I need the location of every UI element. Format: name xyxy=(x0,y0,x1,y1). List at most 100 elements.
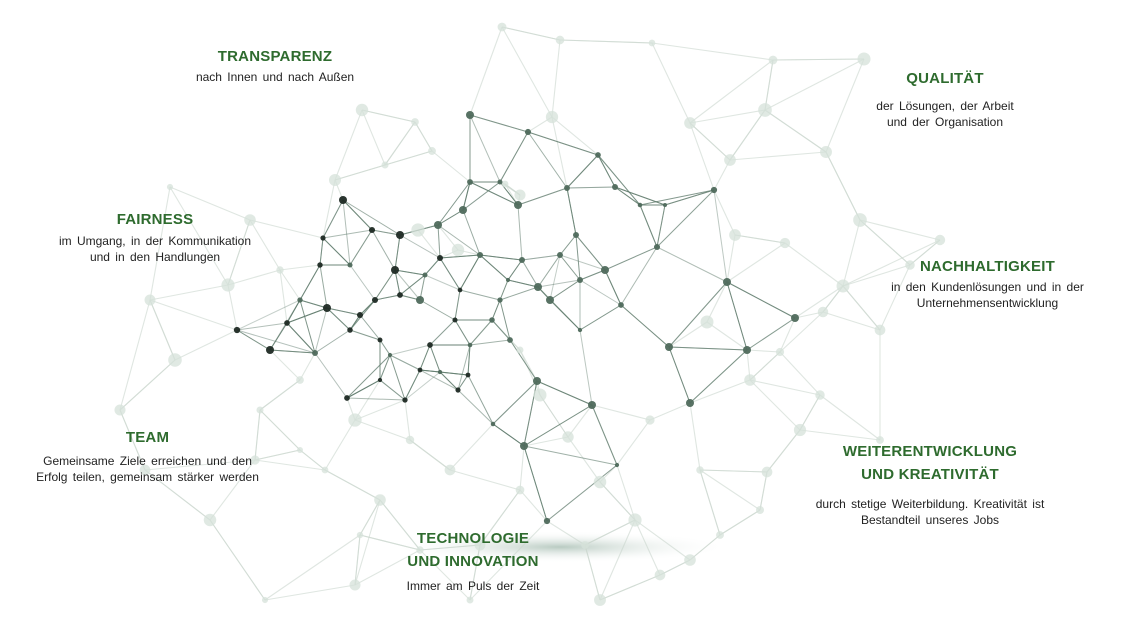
network-edge xyxy=(319,237,324,266)
network-edge xyxy=(326,307,351,331)
network-edge xyxy=(566,154,599,189)
network-edge xyxy=(566,186,616,189)
network-node xyxy=(581,541,589,549)
network-edge xyxy=(713,189,728,283)
network-node xyxy=(716,531,724,539)
network-edge xyxy=(314,352,348,399)
network-edge xyxy=(479,489,521,546)
network-node xyxy=(114,404,126,416)
network-edge xyxy=(501,26,553,118)
network-node xyxy=(256,406,264,414)
network-node xyxy=(490,421,496,427)
network-edge xyxy=(457,374,469,391)
network-node xyxy=(934,234,946,246)
network-edge xyxy=(149,299,238,331)
network-node xyxy=(761,466,773,478)
network-edge xyxy=(354,399,406,421)
network-node xyxy=(417,367,423,373)
network-edge xyxy=(429,319,456,346)
network-edge xyxy=(334,164,386,181)
network-edge xyxy=(209,459,256,521)
network-edge xyxy=(859,219,911,266)
network-edge xyxy=(726,281,748,351)
network-node xyxy=(452,317,458,323)
network-node xyxy=(654,569,666,581)
network-node xyxy=(416,296,424,304)
network-node xyxy=(465,372,471,378)
network-edge xyxy=(467,344,471,376)
network-edge xyxy=(639,204,658,248)
network-node xyxy=(779,237,791,249)
network-edge xyxy=(419,299,456,321)
network-edge xyxy=(537,254,561,288)
network-edge xyxy=(279,269,288,324)
network-edge xyxy=(462,181,501,211)
network-edge xyxy=(361,109,416,123)
network-edge xyxy=(501,26,561,41)
network-edge xyxy=(379,499,421,551)
network-node xyxy=(791,314,799,322)
network-edge xyxy=(324,419,356,471)
network-edge xyxy=(546,520,586,546)
network-node xyxy=(497,22,507,32)
network-edge xyxy=(314,307,328,354)
network-node xyxy=(874,324,886,336)
network-node xyxy=(339,196,347,204)
network-edge xyxy=(374,294,401,301)
network-edge xyxy=(299,299,328,309)
network-node xyxy=(451,243,465,257)
network-node xyxy=(665,343,673,351)
network-node xyxy=(684,554,696,566)
network-edge xyxy=(559,254,581,281)
network-edge xyxy=(429,344,441,373)
network-node xyxy=(261,596,269,604)
value-description: Immer am Puls der Zeit xyxy=(406,579,540,593)
network-node xyxy=(505,277,511,283)
network-node xyxy=(612,184,618,190)
network-node xyxy=(662,202,668,208)
network-edge xyxy=(431,150,471,183)
network-node xyxy=(686,399,694,407)
network-edge xyxy=(469,114,501,183)
network-edge xyxy=(409,439,451,471)
network-edge xyxy=(324,469,381,501)
network-edge xyxy=(469,181,519,206)
network-edge xyxy=(419,344,431,371)
network-edge xyxy=(399,234,441,259)
network-edge xyxy=(584,544,601,601)
network-edge xyxy=(269,349,316,354)
network-node xyxy=(729,229,741,241)
network-edge xyxy=(359,299,376,316)
value-title: TECHNOLOGIE UND INNOVATION xyxy=(368,527,578,573)
network-edge xyxy=(299,264,321,301)
network-node xyxy=(724,154,736,166)
network-node xyxy=(793,423,807,437)
network-edge xyxy=(537,254,561,288)
network-node xyxy=(618,302,624,308)
network-edge xyxy=(429,344,441,373)
network-node xyxy=(593,475,607,489)
value-title-line: UND INNOVATION xyxy=(407,553,539,570)
network-edge xyxy=(575,234,606,271)
network-edge xyxy=(549,279,581,301)
network-node xyxy=(416,546,424,554)
network-edge xyxy=(656,246,728,283)
network-edge xyxy=(575,234,606,271)
network-edge xyxy=(523,436,569,447)
network-node xyxy=(524,128,532,136)
network-edge xyxy=(639,204,658,248)
network-edge xyxy=(254,449,301,461)
network-edge xyxy=(299,352,316,381)
network-edge xyxy=(859,219,941,241)
network-edge xyxy=(349,229,373,266)
network-edge xyxy=(517,187,568,206)
network-edge xyxy=(254,459,326,471)
network-edge xyxy=(346,354,391,399)
network-edge xyxy=(551,116,599,156)
network-edge xyxy=(521,254,561,261)
network-edge xyxy=(689,122,731,161)
network-edge xyxy=(521,259,539,288)
network-edge xyxy=(279,264,321,271)
network-edge xyxy=(437,224,481,256)
